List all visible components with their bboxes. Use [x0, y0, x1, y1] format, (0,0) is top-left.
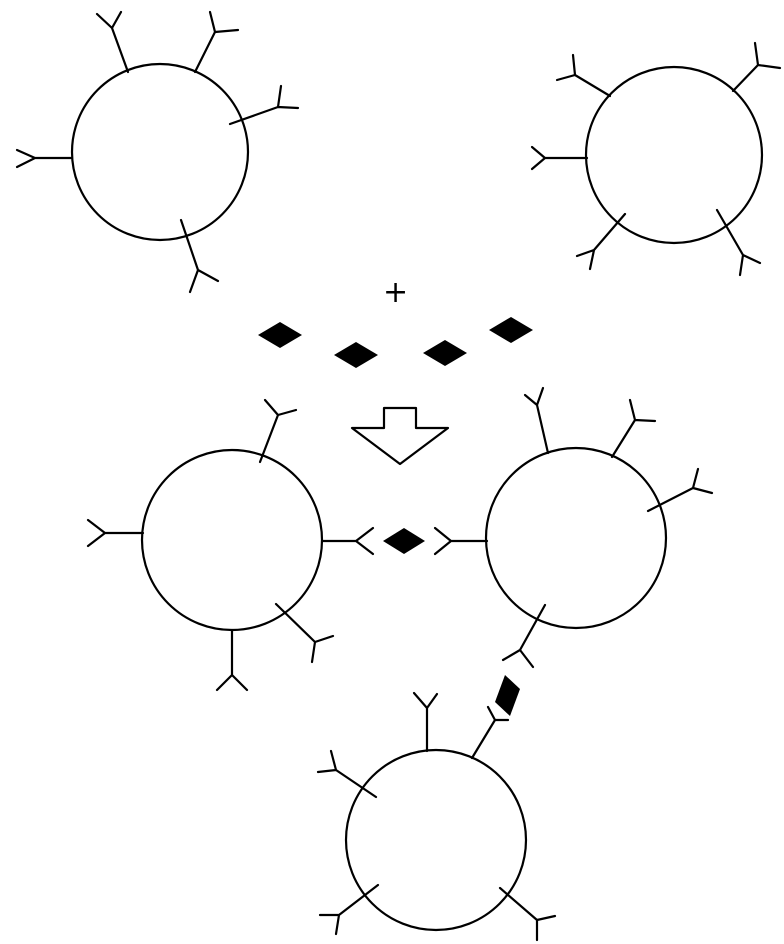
antigen-diamond — [495, 675, 520, 716]
cell-top-right — [586, 67, 762, 243]
hollow-down-arrow-icon — [352, 408, 448, 464]
cell-top-left — [72, 64, 248, 240]
antigen-diamond — [334, 342, 378, 368]
cell-middle-right — [486, 448, 666, 628]
receptor-group-bottom — [318, 693, 555, 940]
bound-antigens — [383, 528, 520, 716]
free-antigens — [258, 317, 533, 368]
receptor-group-top-left — [17, 12, 298, 292]
receptor-group-middle-left — [88, 400, 373, 690]
antigen-diamond — [423, 340, 467, 366]
cell-middle-left — [142, 450, 322, 630]
antigen-diamond — [383, 528, 425, 554]
cell-bottom — [346, 750, 526, 930]
antigen-diamond — [489, 317, 533, 343]
antigen-diamond — [258, 322, 302, 348]
receptor-group-middle-right — [435, 388, 712, 667]
